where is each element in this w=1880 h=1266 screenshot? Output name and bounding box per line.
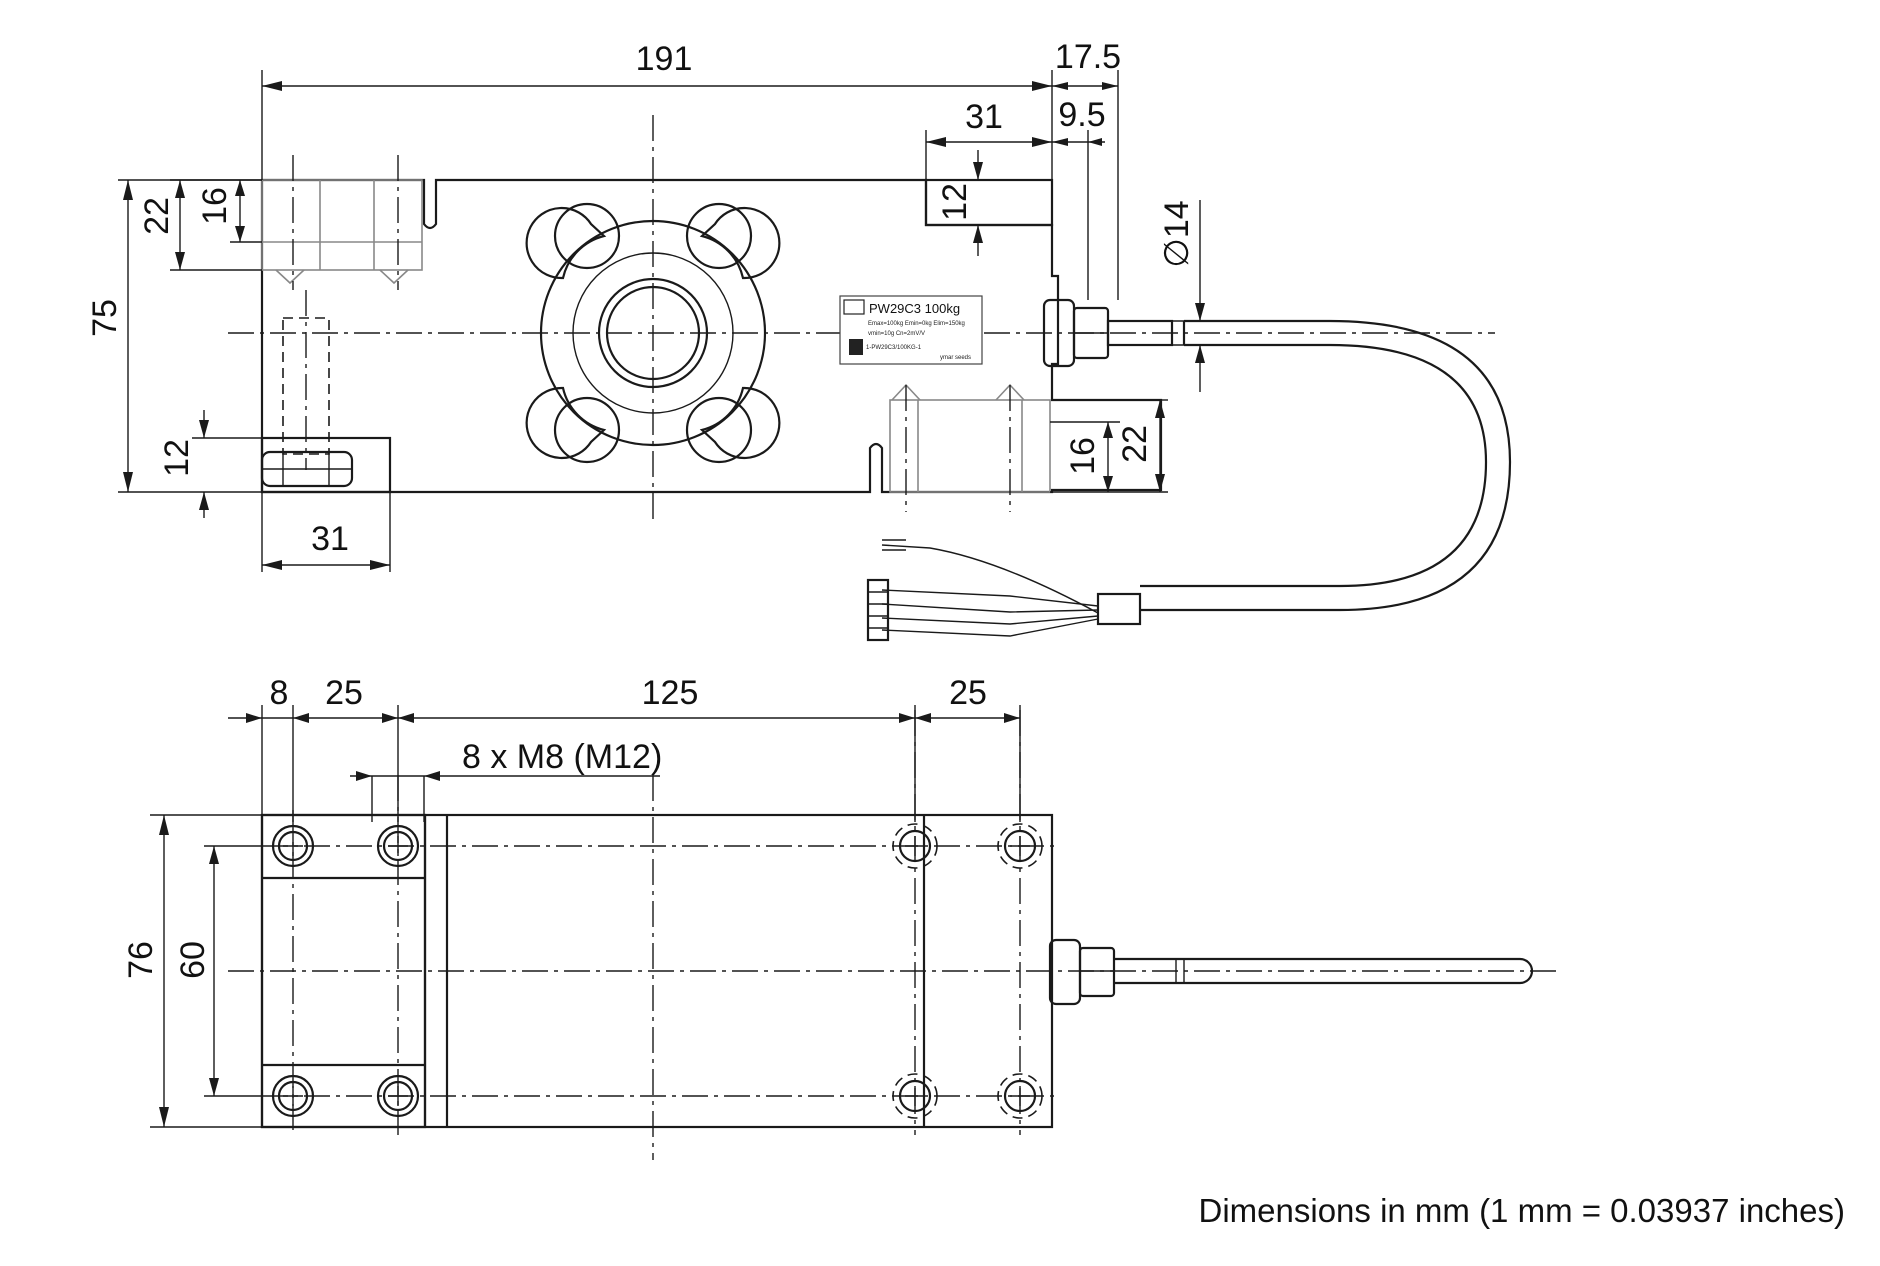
dim-left-block-height: 12 — [158, 439, 196, 477]
label-row-1: Emax=100kg Emin=0kg Elim=150kg — [868, 321, 965, 327]
dim-cable-diameter: ∅14 — [1158, 200, 1196, 267]
dim-right-bolt-depth: 22 — [1116, 425, 1154, 463]
type-label: PW29C3 100kg Emax=100kg Emin=0kg Elim=15… — [839, 295, 983, 365]
dim-left-bolt-depth: 22 — [138, 197, 176, 235]
dim-right-block-length: 31 — [965, 98, 1003, 136]
bolt-hole-icon — [891, 822, 939, 870]
label-model: PW29C3 100kg — [869, 301, 960, 316]
load-cell-body — [260, 178, 1163, 494]
left-lower-block — [260, 436, 392, 494]
bottom-view: 8 25 125 25 8 x M8 (M12) 76 60 — [122, 674, 1560, 1160]
dim-gland-offset: 9.5 — [1058, 96, 1105, 134]
bolt-hole-icon — [376, 824, 420, 868]
dim-thread-spec: 8 x M8 (M12) — [462, 738, 662, 776]
label-row-3: ymar seeds — [940, 355, 971, 361]
dim-right-block-height: 12 — [936, 183, 974, 221]
label-part-number: 1-PW29C3/100KG-1 — [866, 345, 922, 351]
label-row-2: vmin=10g Cn=2mV/V — [868, 331, 925, 337]
dim-left-thread-depth: 16 — [196, 187, 234, 225]
bolt-hole-icon — [996, 1072, 1044, 1120]
bolt-hole-icon — [996, 822, 1044, 870]
dim-hole-pitch-left: 25 — [325, 674, 363, 712]
left-bolt-holes — [261, 155, 423, 290]
dim-total-length: 191 — [636, 40, 693, 78]
dim-center-span: 125 — [642, 674, 699, 712]
top-view: PW29C3 100kg Emax=100kg Emin=0kg Elim=15… — [86, 38, 1512, 642]
cable-gland — [1042, 298, 1174, 368]
bolt-hole-icon — [271, 1074, 315, 1118]
cable — [866, 319, 1512, 642]
bolt-hole-icon — [271, 824, 315, 868]
dim-hole-spacing: 60 — [174, 941, 212, 979]
units-note: Dimensions in mm (1 mm = 0.03937 inches) — [1199, 1192, 1846, 1229]
dim-left-block-length: 31 — [311, 520, 349, 558]
bolt-hole-icon — [376, 1074, 420, 1118]
dim-hole-pitch-right: 25 — [949, 674, 987, 712]
left-mounting-bolt — [260, 290, 354, 488]
dim-width: 76 — [122, 941, 160, 979]
dim-edge-offset: 8 — [270, 674, 289, 712]
bolt-hole-icon — [891, 1072, 939, 1120]
cable-gland-bottom — [1048, 938, 1534, 1006]
dim-overall-height: 75 — [86, 299, 124, 337]
dim-cable-offset: 17.5 — [1055, 38, 1121, 76]
right-bolt-holes — [889, 383, 1051, 512]
dim-right-thread-depth: 16 — [1064, 437, 1102, 475]
